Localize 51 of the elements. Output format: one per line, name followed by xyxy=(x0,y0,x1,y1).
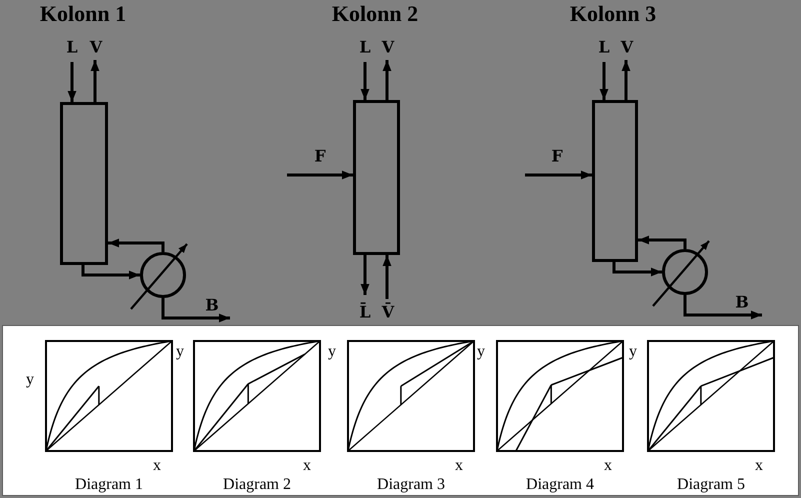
stream-arrow xyxy=(108,238,164,252)
stream-arrow xyxy=(612,262,662,276)
stream-arrow xyxy=(82,265,140,280)
stream-arrow xyxy=(382,255,392,299)
plot-caption: Diagram 3 xyxy=(377,476,445,494)
axis-label: y xyxy=(629,343,637,361)
reboiler xyxy=(140,252,186,298)
stream-arrow xyxy=(525,170,592,180)
stream-label: L̄ xyxy=(359,302,371,322)
axis-label: x xyxy=(303,457,311,475)
stream-label: F xyxy=(551,146,563,166)
stream-label: V xyxy=(620,38,634,56)
column-title: Kolonn 2 xyxy=(332,1,418,27)
stream-arrow xyxy=(90,60,100,102)
stream-arrow xyxy=(68,62,76,102)
stream-label: L xyxy=(66,38,78,56)
axis-label: x xyxy=(153,457,161,475)
stream-arrow xyxy=(638,236,686,249)
plot-caption: Diagram 4 xyxy=(526,476,594,494)
plot-caption: Diagram 1 xyxy=(75,476,143,494)
distillation-column xyxy=(60,102,108,265)
stream-arrow xyxy=(287,170,353,180)
plot-caption: Diagram 5 xyxy=(677,476,745,494)
axis-label: x xyxy=(755,457,763,475)
stream-arrow xyxy=(382,60,392,100)
stream-arrow xyxy=(684,295,762,320)
plot-caption: Diagram 2 xyxy=(223,476,291,494)
stream-label: V xyxy=(90,38,102,56)
stream-label: L xyxy=(598,38,610,56)
stream-arrow xyxy=(600,62,608,100)
axis-label: y xyxy=(176,343,184,361)
distillation-column xyxy=(592,100,638,262)
axis-label: x xyxy=(455,457,463,475)
axis-label: y xyxy=(477,343,485,361)
stream-label: V̄ xyxy=(382,302,394,322)
column-title: Kolonn 1 xyxy=(40,1,126,27)
stream-arrow xyxy=(622,60,630,100)
stream-label: L xyxy=(359,38,371,56)
column-title: Kolonn 3 xyxy=(570,1,656,27)
distillation-column xyxy=(353,100,400,255)
axis-label: y xyxy=(328,343,336,361)
axis-label: y xyxy=(26,371,34,389)
stream-label: V xyxy=(382,38,394,56)
stream-arrow xyxy=(360,255,370,295)
reboiler xyxy=(662,249,708,295)
stream-label: B xyxy=(735,292,749,312)
stream-label: F xyxy=(314,146,326,166)
stream-arrow xyxy=(162,298,230,322)
stream-arrow xyxy=(360,62,370,100)
axis-label: x xyxy=(604,457,612,475)
stream-label: B xyxy=(205,296,219,314)
